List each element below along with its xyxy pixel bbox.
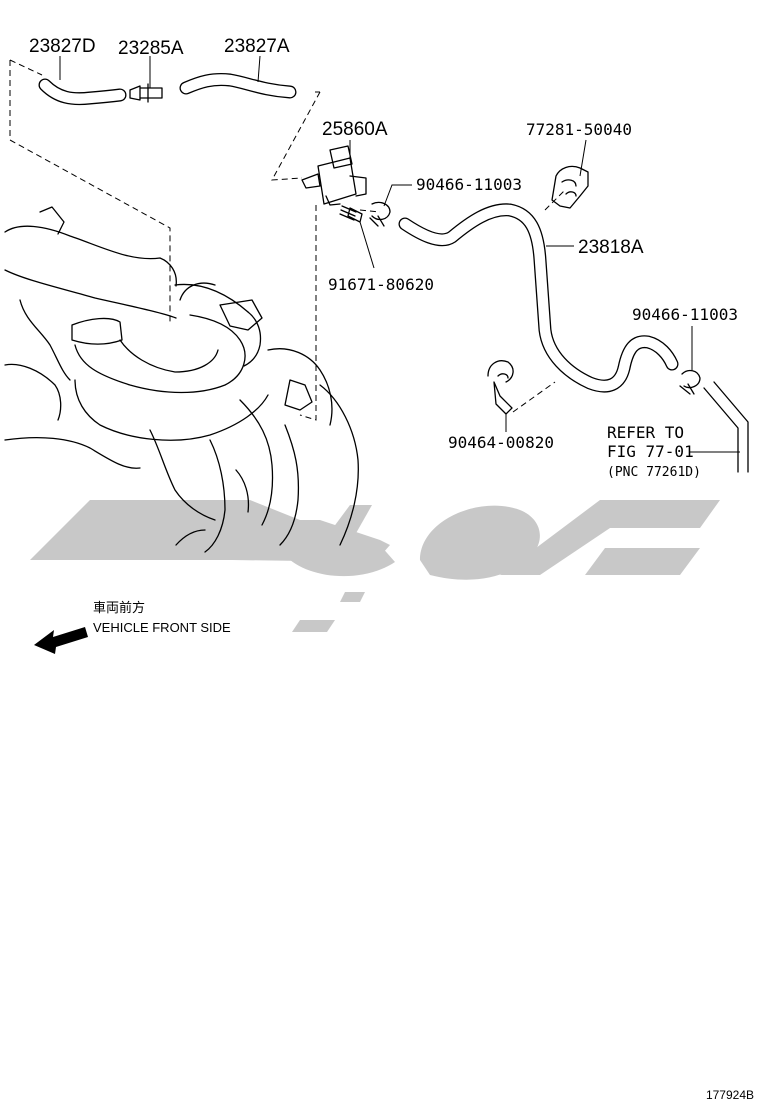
clip-90466-top [369, 201, 391, 227]
label-77281: 77281-50040 [526, 120, 632, 139]
clip-90466-right [679, 369, 701, 395]
label-90466-top: 90466-11003 [416, 175, 522, 194]
leader-lines [59, 55, 740, 453]
front-label-english: VEHICLE FRONT SIDE [93, 620, 231, 635]
figure-id: 177924B [706, 1088, 754, 1102]
front-label-japanese: 車両前方 [93, 600, 145, 615]
refer-line-3: (PNC 77261D) [607, 465, 701, 480]
refer-line-2: FIG 77-01 [607, 442, 694, 461]
union-23285a [129, 83, 163, 103]
assembly-lines [9, 59, 566, 421]
clamp-77281 [551, 165, 589, 209]
front-arrow-icon [34, 627, 88, 654]
watermark-logo [30, 500, 720, 632]
clip-90464 [487, 360, 514, 415]
label-90464: 90464-00820 [448, 433, 554, 452]
label-23818a: 23818A [578, 237, 644, 258]
label-23285a: 23285A [118, 38, 184, 59]
label-25860a: 25860A [322, 119, 388, 140]
label-91671: 91671-80620 [328, 275, 434, 294]
vsv-25860a [301, 145, 367, 206]
hose-23818a [398, 203, 679, 393]
bolt-91671 [339, 205, 363, 223]
refer-line-1: REFER TO [607, 423, 684, 442]
hose-23827a [179, 73, 297, 99]
label-23827d: 23827D [29, 36, 96, 57]
engine-intake-assembly [4, 206, 359, 553]
label-90466-right: 90466-11003 [632, 305, 738, 324]
hose-fig-77-01 [703, 381, 749, 473]
label-23827a: 23827A [224, 36, 290, 57]
hose-23827d [38, 78, 127, 106]
